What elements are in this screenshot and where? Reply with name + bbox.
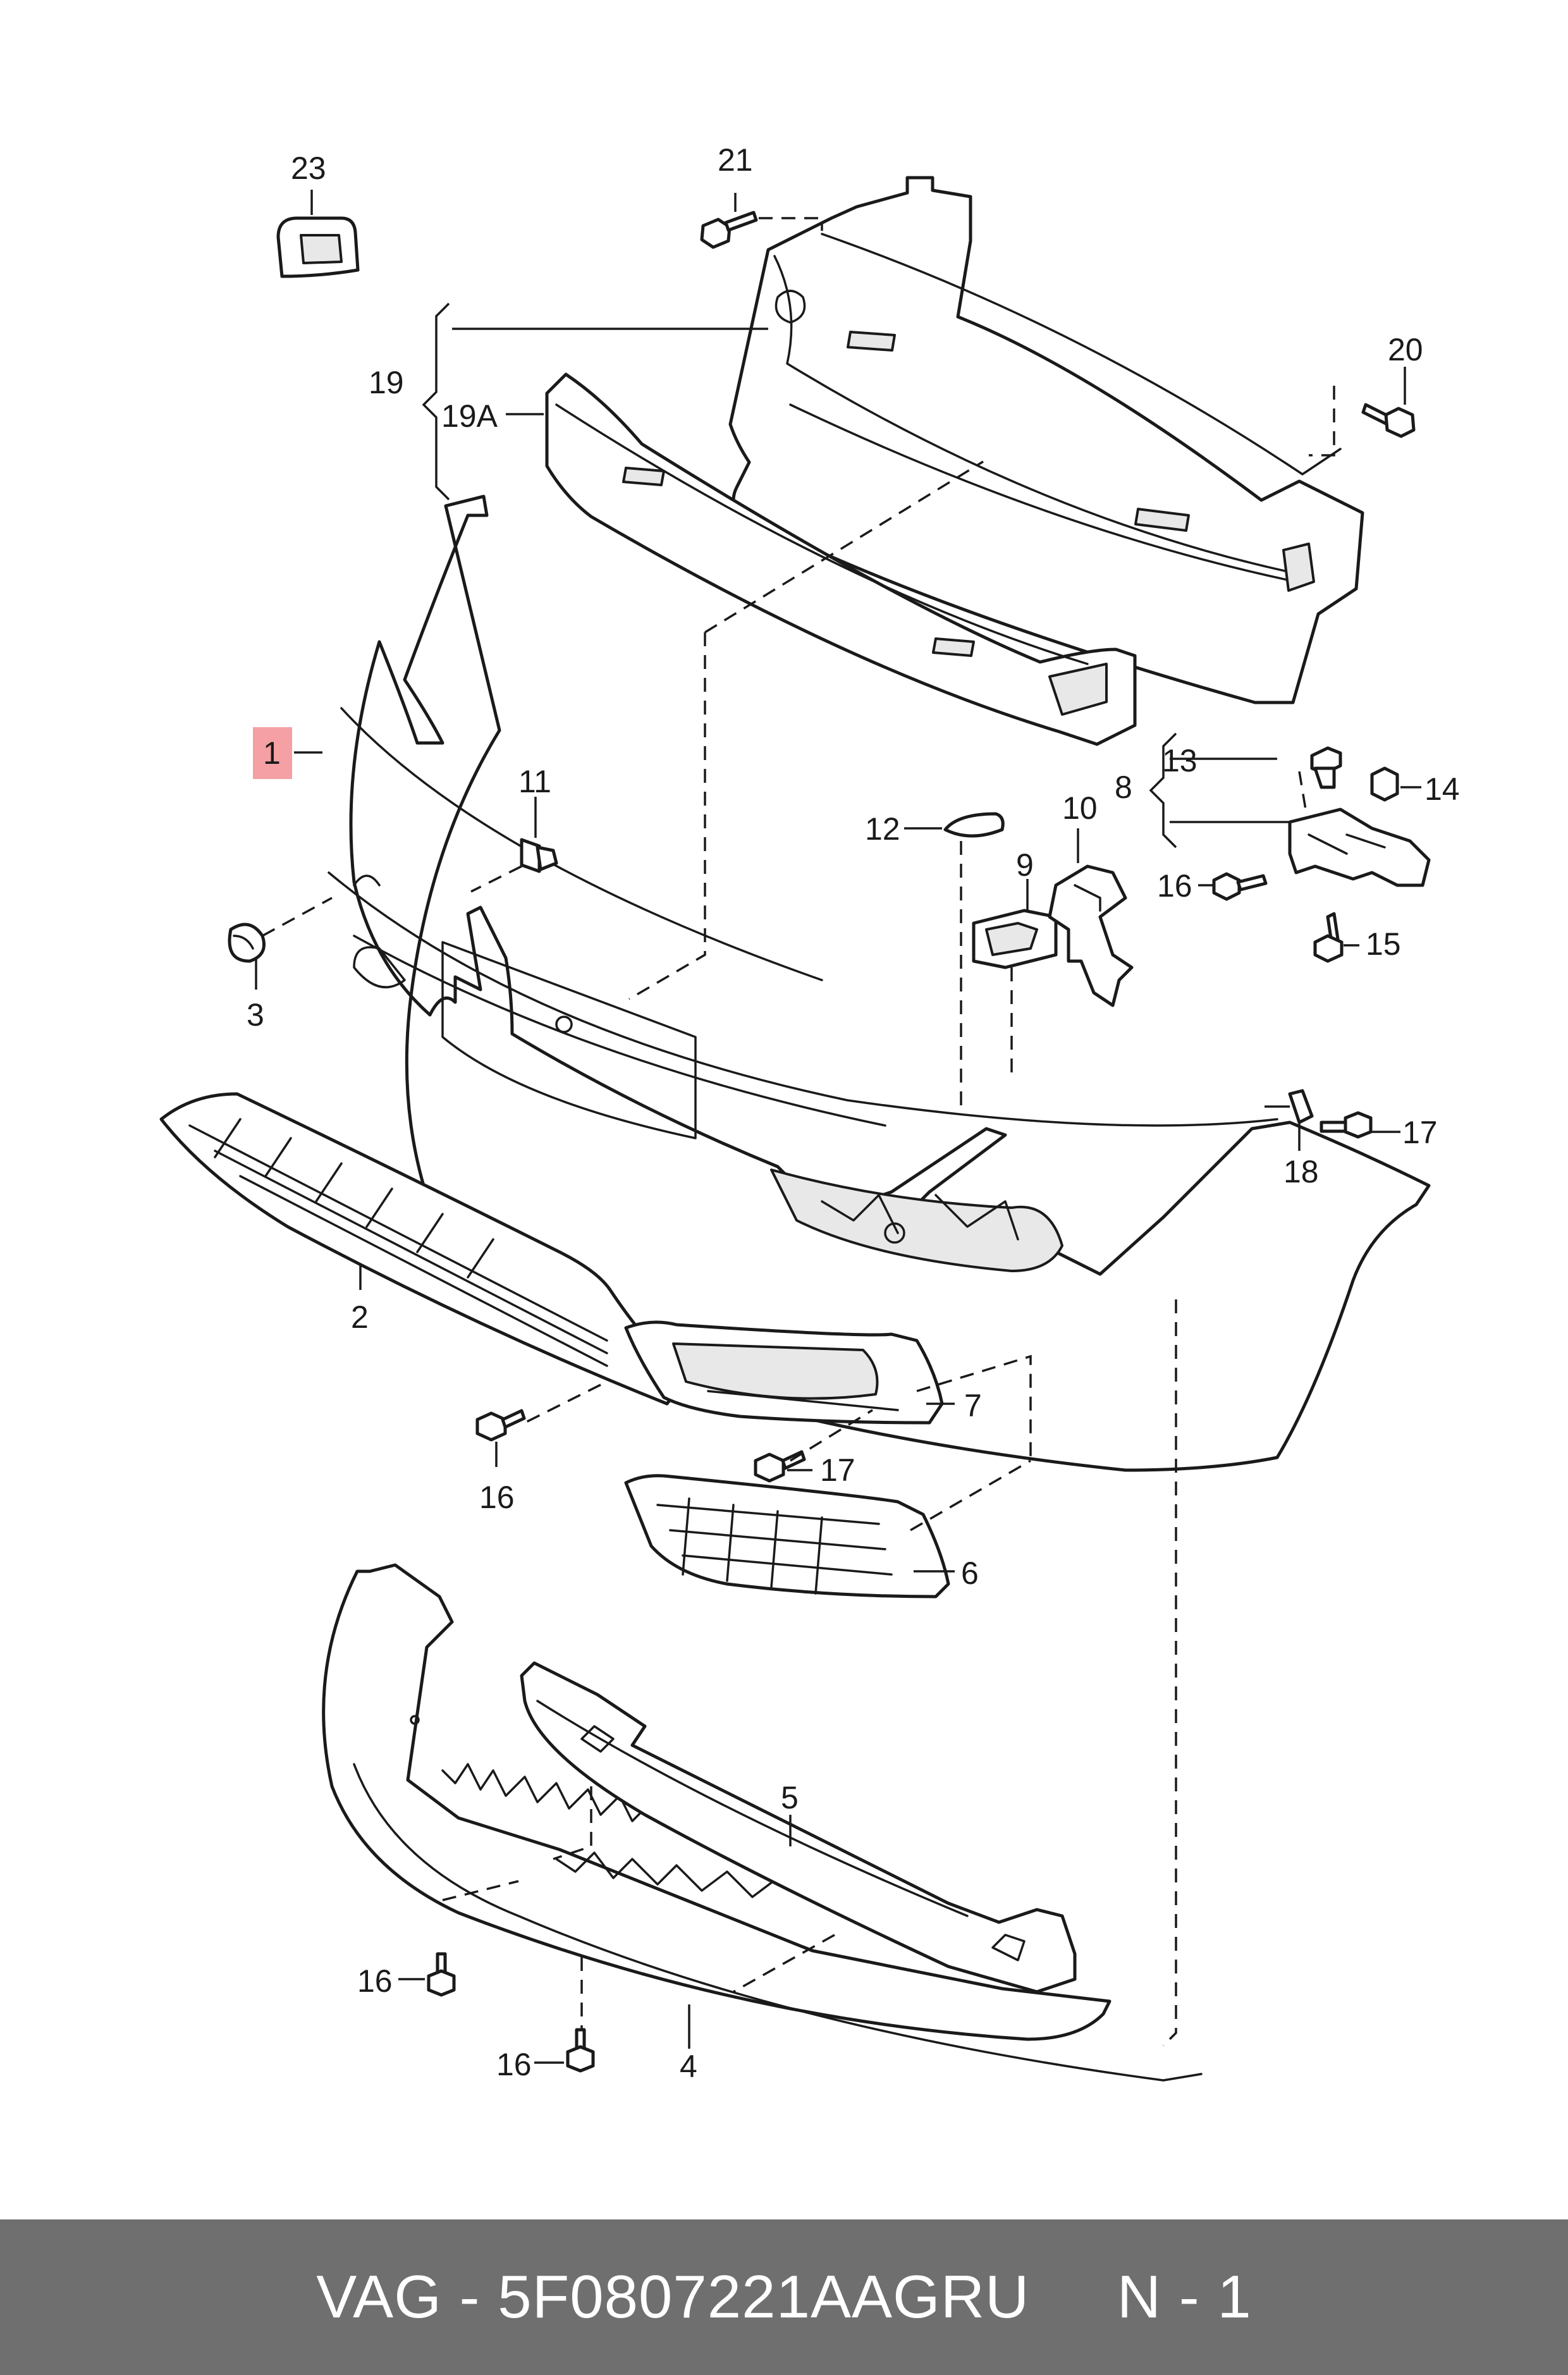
callout-20[interactable]: 20 [1388,332,1423,367]
dash-21 [759,217,823,231]
dash-7 [916,1354,1032,1461]
fog-frame-part-7[interactable] [624,1320,944,1425]
bolt-part-21[interactable] [700,211,758,249]
side-grille-part-6[interactable] [624,1474,950,1599]
bracket-19 [422,302,450,501]
energy-absorber-part-19a[interactable] [545,372,1137,746]
nut-part-13[interactable] [1310,746,1342,789]
callout-1-highlight [253,727,292,779]
callout-8[interactable]: 8 [1115,770,1132,805]
bolt-part-16-lower-right[interactable] [566,2028,595,2073]
callout-13[interactable]: 13 [1162,743,1197,778]
dash-6 [910,1459,1031,1531]
callout-1[interactable]: 1 [263,735,281,771]
bolt-part-16-grille[interactable] [475,1409,526,1442]
plug-part-3[interactable] [228,923,266,963]
part-number-label: VAG - 5F0807221AAGRU N - 1 [316,2263,1252,2331]
bolt-part-16-lower-left[interactable] [427,1952,456,1997]
callout-2[interactable]: 2 [351,1299,369,1335]
dash-absorber [628,632,706,1000]
callout-9[interactable]: 9 [1016,847,1034,883]
spoiler-part-4[interactable] [322,1563,1203,2082]
cover-part-9[interactable] [972,909,1058,969]
deflector-part-5[interactable] [520,1661,1077,1994]
footer-bar: VAG - 5F0807221AAGRU N - 1 [0,2219,1568,2375]
clip-part-11[interactable] [520,838,558,873]
dash-13 [1298,771,1307,810]
cap-part-12[interactable] [943,812,1005,838]
bolt-part-16-bracket[interactable] [1212,872,1268,901]
callout-16a[interactable]: 16 [1157,868,1192,904]
callout-21[interactable]: 21 [718,142,753,178]
callout-16c[interactable]: 16 [357,1963,393,1999]
clip-part-14[interactable] [1370,766,1399,802]
callout-19a[interactable]: 19A [441,398,498,434]
dash-absorber-2 [704,460,984,634]
callout-5[interactable]: 5 [781,1780,799,1815]
callout-15[interactable]: 15 [1366,926,1401,962]
bracket-8 [1149,732,1177,849]
callout-17b[interactable]: 17 [1402,1115,1438,1150]
dash-3 [262,897,333,937]
callout-3[interactable]: 3 [247,997,264,1033]
clip-part-18[interactable] [1288,1089,1314,1124]
callout-16d[interactable]: 16 [496,2047,532,2082]
callout-7[interactable]: 7 [964,1388,982,1423]
bolt-part-15[interactable] [1313,912,1344,963]
callout-11[interactable]: 11 [518,764,551,799]
callout-4[interactable]: 4 [680,2049,697,2084]
impact-beam-part-19[interactable] [728,176,1364,704]
callout-17a[interactable]: 17 [820,1452,855,1488]
callout-6[interactable]: 6 [961,1556,979,1591]
callout-19[interactable]: 19 [369,365,404,400]
cap-part-23[interactable] [276,216,360,278]
dash-11 [470,865,522,893]
callout-16b[interactable]: 16 [479,1480,515,1515]
callout-18[interactable]: 18 [1283,1154,1319,1189]
bolt-part-20[interactable] [1361,403,1416,438]
parts-diagram: 21 23 20 19 19A [159,142,1460,2084]
dash-2 [524,1384,601,1424]
callout-23[interactable]: 23 [291,150,326,186]
dash-20 [1309,386,1335,457]
dash-17 [790,1409,873,1462]
bolt-part-17-right[interactable] [1320,1111,1373,1139]
callout-10[interactable]: 10 [1062,790,1098,826]
callout-12[interactable]: 12 [865,811,900,847]
guide-bracket-part-8[interactable] [1288,807,1431,887]
dash-4b [442,1880,519,1901]
dash-right [1162,1299,1177,2047]
dash-4c [733,1934,835,1993]
callout-14[interactable]: 14 [1424,771,1460,807]
bracket-part-10[interactable] [1048,864,1134,1007]
bolt-part-17-lower[interactable] [754,1450,806,1483]
